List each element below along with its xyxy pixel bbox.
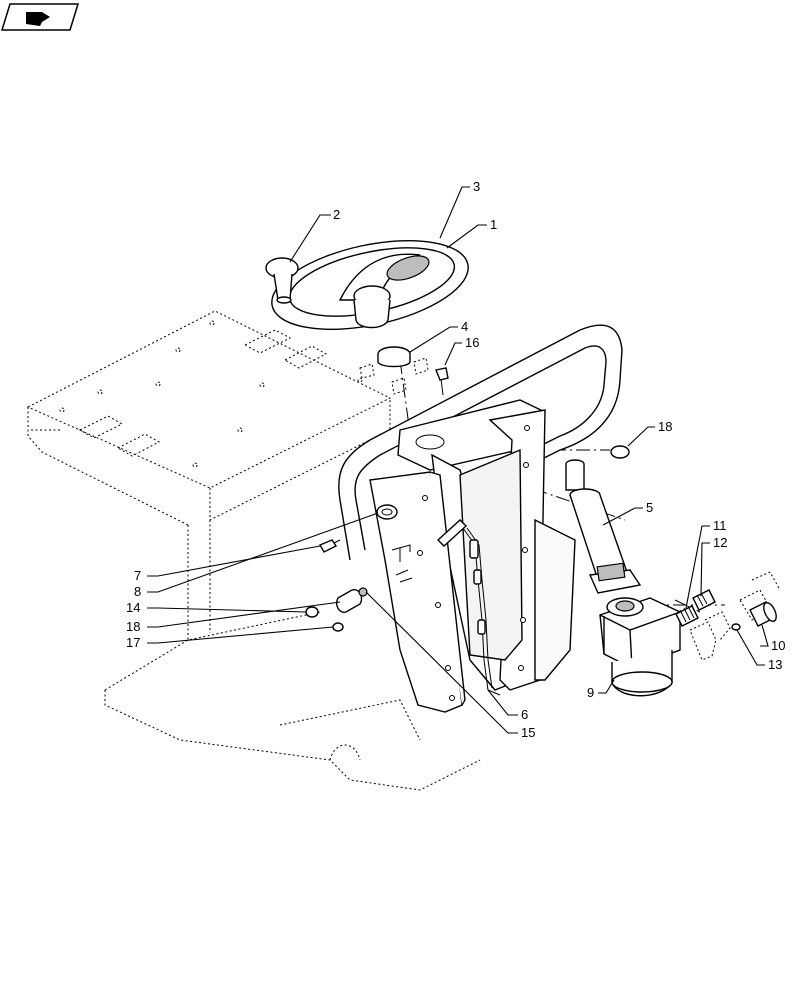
plug-cap-right [610,445,630,459]
callout-18-left: 18 [126,619,140,634]
throttle-cable [436,519,501,696]
callout-8: 8 [134,584,141,599]
callout-18-right: 18 [658,419,672,434]
callout-10: 10 [771,638,785,653]
switch-cap [358,587,368,597]
mounting-bolts [359,357,449,396]
book-nav-icon[interactable] [0,3,80,31]
callout-2: 2 [333,207,340,222]
callout-12: 12 [713,535,727,550]
leader-lines [147,186,769,734]
bearing-ring [377,346,411,368]
callout-3: 3 [473,179,480,194]
spinner-knob [265,257,299,304]
steering-orbitrol [599,597,681,697]
indicator-lamp [336,589,363,613]
callout-11: 11 [713,518,727,533]
callout-17: 17 [126,635,140,650]
ignition-key [318,539,341,553]
warning-light [305,606,319,618]
steering-wheel [271,239,469,331]
callout-4: 4 [461,319,468,334]
steering-column [565,459,642,594]
hydraulic-fittings [675,571,781,661]
callout-6: 6 [521,707,528,722]
part-labels: 1 2 3 4 5 6 7 8 9 10 11 12 13 14 15 16 1… [126,179,785,740]
callout-1: 1 [490,217,497,232]
seat-frame-outline [26,310,481,791]
callout-9: 9 [587,685,594,700]
callout-13: 13 [768,657,782,672]
callout-15: 15 [521,725,535,740]
callout-16: 16 [465,335,479,350]
plug-screw [332,622,344,632]
control-panel-plate [369,471,466,713]
callout-14: 14 [126,600,140,615]
column-cover [534,518,576,681]
callout-5: 5 [646,500,653,515]
callout-7: 7 [134,568,141,583]
